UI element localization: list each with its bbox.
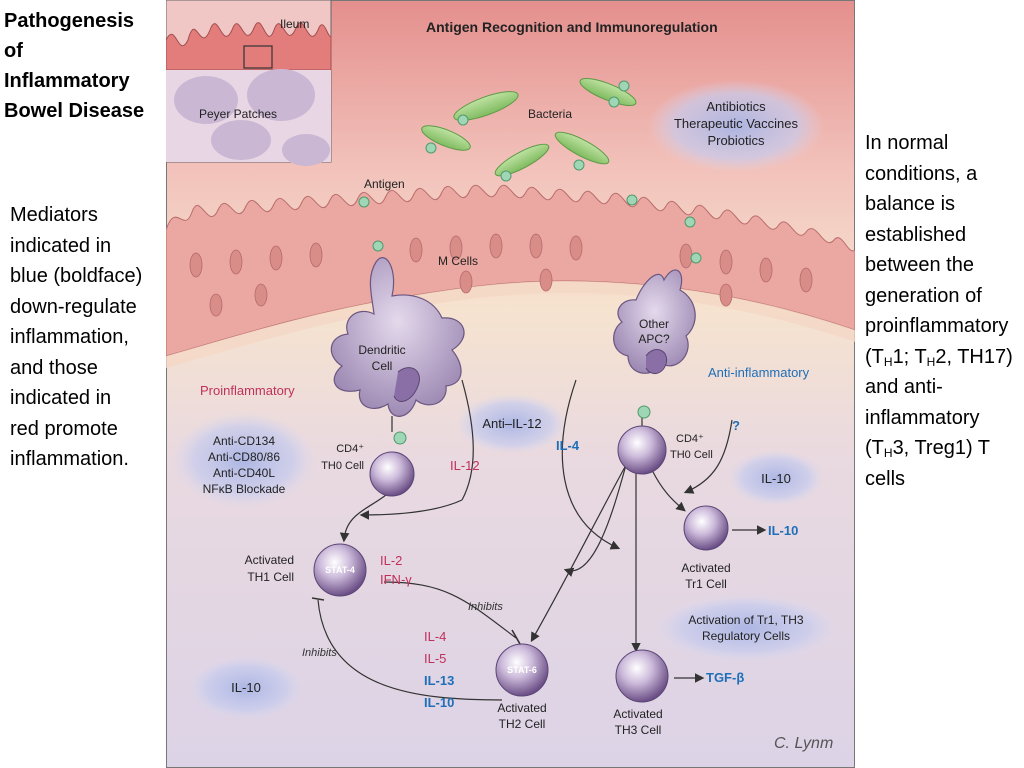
therapy-probiotics: Probiotics: [707, 133, 765, 148]
epithelium: [166, 184, 855, 368]
right-note: In normal conditions, a balance is estab…: [865, 132, 1013, 490]
th0-cell-left: [369, 431, 415, 497]
th2-il13-label: IL-13: [424, 673, 454, 688]
other-apc-label-1: Other: [639, 317, 669, 331]
dendritic-label-2: Cell: [372, 359, 393, 373]
anti-inflammatory-label: Anti-inflammatory: [708, 365, 810, 380]
slide-title: Pathogenesis of Inflammatory Bowel Disea…: [4, 10, 145, 122]
th1-cell: [313, 543, 367, 597]
blocker-cd134: Anti-CD134: [213, 434, 275, 448]
bacteria-label: Bacteria: [528, 107, 572, 121]
th1-label-2: TH1 Cell: [247, 570, 294, 584]
dendritic-nucleus: [393, 367, 420, 402]
peyer-patches-label: Peyer Patches: [199, 107, 277, 121]
proinflammatory-label: Proinflammatory: [200, 383, 295, 398]
il12-label: IL-12: [450, 458, 480, 473]
il10-left-bubble-label: IL-10: [231, 680, 261, 695]
figure-title: Antigen Recognition and Immunoregulation: [426, 19, 718, 35]
th1-label-1: Activated: [245, 553, 294, 567]
regulatory-bubble: [654, 594, 838, 662]
ifn-gamma-label: IFN-γ: [380, 572, 412, 587]
antigen-label: Antigen: [364, 177, 405, 191]
antigen-particles: [358, 80, 702, 264]
il4-top-label: IL-4: [556, 438, 580, 453]
th3-cell: [615, 649, 669, 703]
therapy-vaccines: Therapeutic Vaccines: [674, 116, 799, 131]
th3-label-1: Activated: [613, 707, 662, 721]
th2-label-1: Activated: [497, 701, 546, 715]
il10-left-bubble: [188, 656, 304, 720]
bacteria: [421, 78, 637, 177]
cd4-left-label-1: CD4⁺: [336, 443, 364, 455]
th2-cell: [495, 643, 549, 697]
il10-tr1-label: IL-10: [768, 523, 798, 538]
th3-label-2: TH3 Cell: [615, 723, 662, 737]
left-note: Mediators indicated in blue (boldface) d…: [10, 204, 143, 470]
inhibits-label-2: Inhibits: [302, 647, 337, 659]
tr1-cell: [683, 505, 729, 551]
m-cells-label: M Cells: [438, 254, 478, 268]
inset-focus-box: [243, 45, 273, 69]
artist-signature: C. Lynm: [774, 735, 833, 752]
cd4-right-label-2: TH0 Cell: [670, 449, 713, 461]
th2-il4-label: IL-4: [424, 629, 446, 644]
regulatory-label-1: Activation of Tr1, TH3: [688, 613, 803, 627]
th0-cell-right: [617, 405, 667, 475]
blocker-cd80: Anti-CD80/86: [208, 450, 280, 464]
th2-il10-label: IL-10: [424, 695, 454, 710]
goblet-cells: [189, 233, 813, 317]
regulatory-label-2: Regulatory Cells: [702, 629, 790, 643]
blocker-cd40l: Anti-CD40L: [213, 466, 275, 480]
question-label: ?: [732, 418, 740, 433]
immunoregulation-figure: Ileum Peyer Patches Antigen Recognition …: [166, 0, 855, 768]
other-apc-nucleus: [645, 349, 668, 374]
tgf-beta-label: TGF-β: [706, 670, 744, 685]
anti-il12-label: Anti–IL-12: [482, 416, 541, 431]
inhibits-label-1: Inhibits: [468, 601, 503, 613]
cd4-left-label-2: TH0 Cell: [321, 460, 364, 472]
other-apc-label-2: APC?: [638, 332, 670, 346]
th2-il5-label: IL-5: [424, 651, 446, 666]
blockers-bubble: [172, 412, 316, 508]
other-apc-cell: [613, 269, 696, 374]
il2-label: IL-2: [380, 553, 402, 568]
anti-il12-bubble: [456, 394, 568, 454]
tr1-label-2: Tr1 Cell: [685, 577, 727, 591]
ileum-label: Ileum: [280, 17, 309, 31]
il10-right-bubble-label: IL-10: [761, 471, 791, 486]
therapy-bubble: [648, 80, 824, 172]
stat4-label: STAT-4: [325, 565, 355, 575]
stat6-label: STAT-6: [507, 665, 537, 675]
cd4-right-label-1: CD4⁺: [676, 433, 704, 445]
dendritic-cell: [330, 257, 465, 417]
dendritic-label-1: Dendritic: [358, 343, 405, 357]
therapy-antibiotics: Antibiotics: [706, 99, 766, 114]
ileum-inset: [166, 0, 332, 166]
tr1-label-1: Activated: [681, 561, 730, 575]
blocker-nfkb: NFκB Blockade: [203, 482, 286, 496]
th2-label-2: TH2 Cell: [499, 717, 546, 731]
il10-right-bubble: [728, 450, 824, 506]
